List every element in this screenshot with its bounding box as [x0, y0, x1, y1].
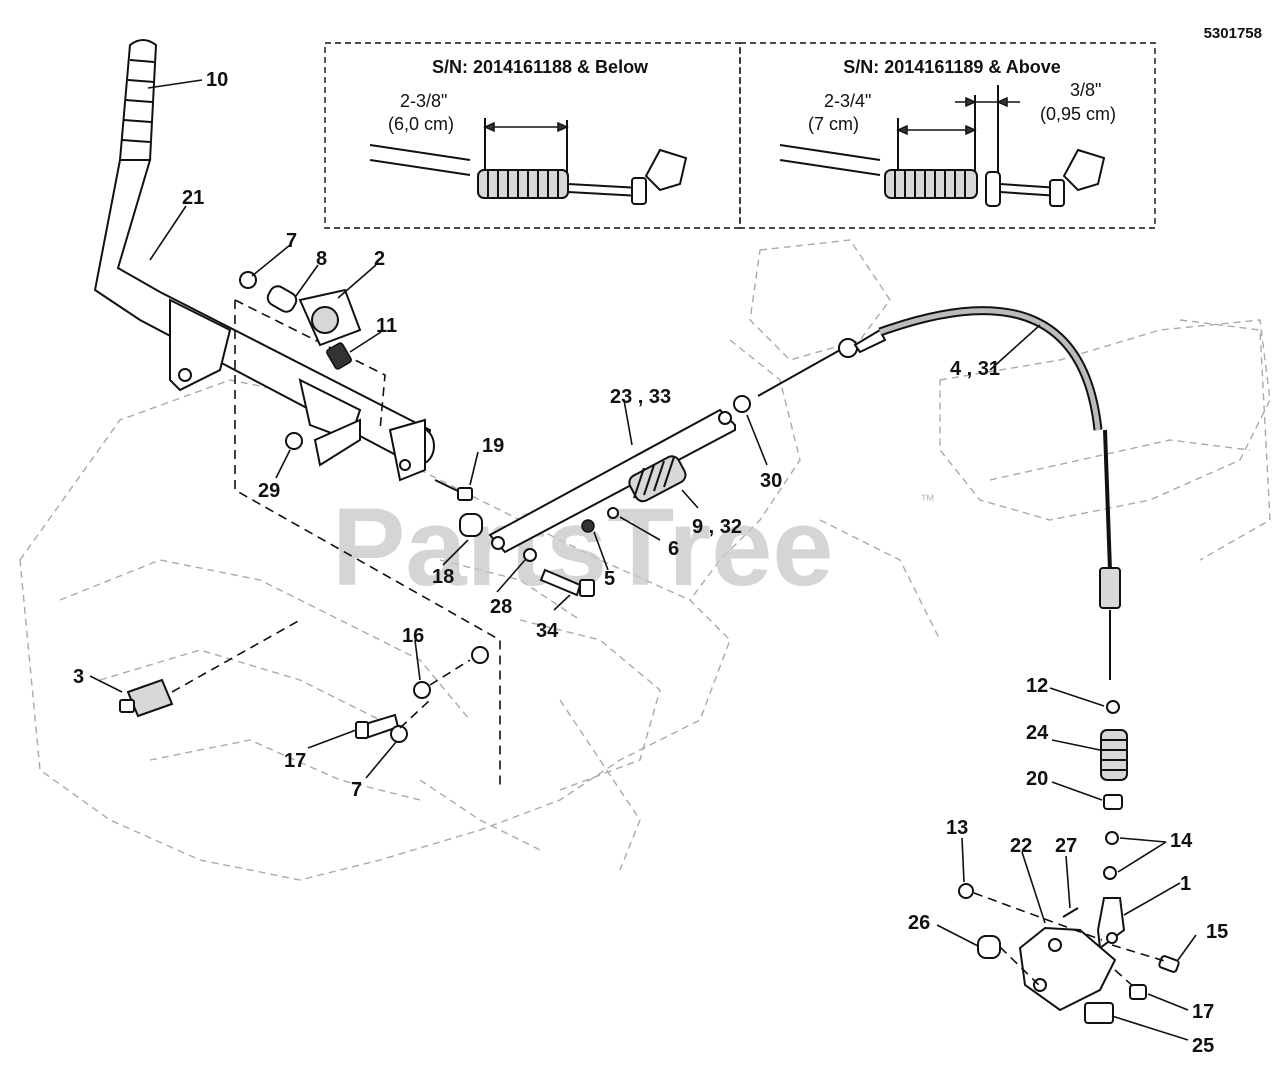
- part-34-bolt: [539, 568, 595, 597]
- watermark-trademark: ™: [920, 492, 935, 509]
- spring-inset-above: [884, 169, 978, 199]
- callout-12: 12: [1026, 675, 1048, 697]
- callout-3: 3: [73, 666, 84, 688]
- callout-14: 14: [1170, 830, 1193, 852]
- part-17-bolt-right: [1129, 984, 1147, 1000]
- callout-4-31: 4 , 31: [950, 358, 1000, 380]
- callout-30: 30: [760, 470, 782, 492]
- callout-13: 13: [946, 817, 968, 839]
- callout-34: 34: [536, 620, 559, 642]
- chassis-background: [19, 239, 1271, 881]
- part-3-switch: [119, 619, 301, 718]
- callout-17-right: 17: [1192, 1001, 1214, 1023]
- part-26-bushing: [977, 935, 1001, 959]
- part-2-flange-bearing: [298, 288, 362, 347]
- callout-26: 26: [908, 912, 930, 934]
- part-18-bushing: [459, 513, 483, 537]
- callout-11: 11: [376, 315, 397, 337]
- part-28-washer: [523, 548, 537, 562]
- callout-23-33: 23 , 33: [610, 386, 671, 408]
- callout-25: 25: [1192, 1035, 1214, 1057]
- part-19-bolt: [434, 479, 473, 501]
- callout-27: 27: [1055, 835, 1077, 857]
- inset-dimension-below: 2-3/8": [400, 91, 447, 111]
- callout-labels: 10 21 7 8 2 11 29 19 18 23 , 33 30 9 , 3…: [73, 69, 1228, 1057]
- callout-19: 19: [482, 435, 504, 457]
- inset-title-below: S/N: 2014161188 & Below: [432, 57, 649, 77]
- part-6-washer: [607, 507, 619, 519]
- callout-24: 24: [1026, 722, 1049, 744]
- inset-title-above: S/N: 2014161189 & Above: [843, 57, 1060, 77]
- callout-18: 18: [432, 566, 454, 588]
- callout-29: 29: [258, 480, 280, 502]
- part-30-washer: [733, 395, 751, 413]
- part-27-cotter-pin: [1062, 907, 1079, 918]
- part-8-bushing: [266, 285, 298, 313]
- part-14-nut-top: [1105, 831, 1119, 845]
- part-14-nut-bottom: [1103, 866, 1117, 880]
- inset-dimension2-above: 3/8": [1070, 80, 1101, 100]
- part-9-spring: [628, 455, 687, 503]
- callout-8: 8: [316, 248, 327, 270]
- part-13-nut: [958, 883, 974, 899]
- callout-22: 22: [1010, 835, 1032, 857]
- callout-6: 6: [668, 538, 679, 560]
- part-20-bushing: [1103, 794, 1123, 810]
- callout-28: 28: [490, 596, 512, 618]
- callout-20: 20: [1026, 768, 1048, 790]
- callout-10: 10: [206, 69, 228, 91]
- part-1-clevis: [1096, 897, 1126, 950]
- part-24-spring: [1100, 729, 1128, 781]
- lever-bracket: [169, 298, 426, 482]
- cable-rod: [757, 349, 841, 397]
- document-number: 5301758: [1204, 25, 1262, 42]
- callout-15: 15: [1206, 921, 1228, 943]
- part-16-nut-left: [413, 681, 431, 699]
- inset-dimension2-metric-above: (0,95 cm): [1040, 104, 1116, 124]
- part-5-nut: [581, 519, 595, 533]
- inset-panel-below: S/N: 2014161188 & Below 2-3/8" (6,0 cm): [324, 42, 741, 229]
- spring-inset-below: [477, 169, 569, 199]
- callout-1: 1: [1180, 873, 1191, 895]
- leader-lines: [89, 79, 1197, 1041]
- part-12-washer: [1106, 700, 1120, 714]
- callout-17-left: 17: [284, 750, 306, 772]
- inset-panel-above: S/N: 2014161189 & Above 2-3/4" (7 cm) 3/…: [739, 42, 1156, 229]
- part-29-nut: [285, 432, 303, 450]
- callout-5: 5: [604, 568, 615, 590]
- callout-7-bottom: 7: [351, 779, 362, 801]
- inset-dimension-metric-below: (6,0 cm): [388, 114, 454, 134]
- callout-21: 21: [182, 187, 204, 209]
- part-7-nut-bottom: [390, 725, 408, 743]
- inset-dimension-above: 2-3/4": [824, 91, 871, 111]
- callout-7-top: 7: [286, 230, 297, 252]
- callout-2: 2: [374, 248, 385, 270]
- part-22-bracket: [1018, 926, 1117, 1012]
- part-25-bolt: [1084, 1002, 1114, 1024]
- inset-dimension-metric-above: (7 cm): [808, 114, 859, 134]
- part-4-cable: [838, 306, 1121, 680]
- callout-16: 16: [402, 625, 424, 647]
- part-16-nut-right: [471, 646, 489, 664]
- part-15-pin: [1158, 955, 1180, 973]
- callout-9-32: 9 , 32: [692, 516, 742, 538]
- part-11-bolt: [326, 342, 352, 370]
- lever-plate: [313, 418, 361, 467]
- part-23-shift-link: [488, 408, 736, 554]
